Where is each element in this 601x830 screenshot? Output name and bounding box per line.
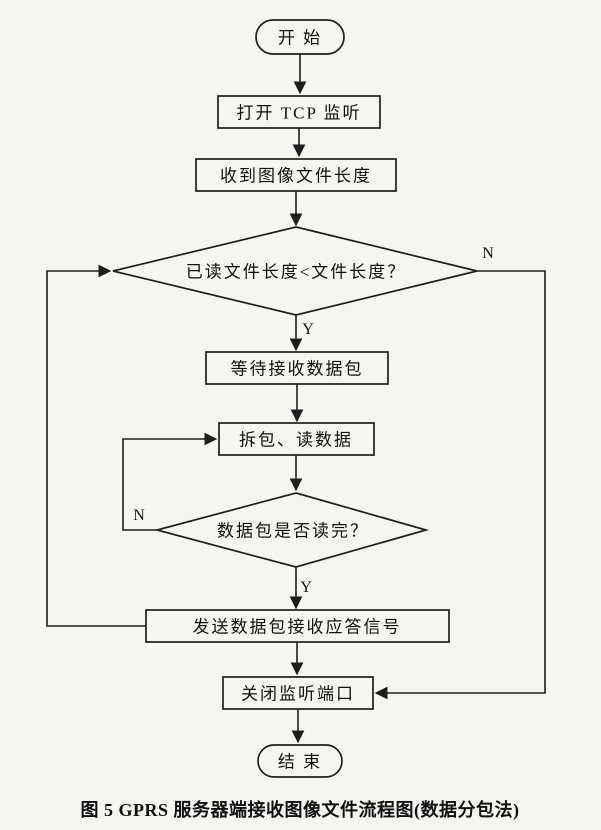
label-packet-done-yes: Y — [300, 579, 312, 596]
send-ack-process-shape — [145, 609, 450, 643]
close-port-process-label: 关闭监听端口 — [241, 685, 355, 704]
receive-length-process-shape — [195, 158, 397, 192]
send-ack-process-label: 发送数据包接收应答信号 — [193, 618, 402, 637]
open-tcp-process-label: 打开 TCP 监听 — [236, 104, 361, 123]
close-port-process-shape — [222, 676, 374, 710]
packet-read-decision-shape — [153, 492, 430, 568]
length-check-decision-shape — [112, 226, 478, 316]
figure-caption: 图 5 GPRS 服务器端接收图像文件流程图(数据分包法) — [81, 799, 520, 821]
wait-packet-process-label: 等待接收数据包 — [231, 360, 364, 379]
unpack-process-label: 拆包、读数据 — [239, 431, 353, 450]
length-check-decision-label: 已读文件长度<文件长度？ — [186, 263, 407, 282]
flow-branch-length-check-no — [374, 270, 546, 700]
flow-loop-send-ack-to-length-check — [46, 264, 146, 627]
start-terminator-shape — [255, 19, 345, 55]
end-terminator-shape — [257, 744, 343, 778]
receive-length-process-label: 收到图像文件长度 — [220, 167, 372, 186]
label-packet-done-no: N — [133, 507, 145, 524]
start-terminator-label: 开 始 — [278, 29, 322, 48]
end-terminator-label: 结 束 — [278, 753, 322, 772]
packet-read-decision-label: 数据包是否读完？ — [217, 522, 369, 541]
flow-branch-packet-done-no — [122, 432, 218, 531]
label-length-check-no: N — [482, 245, 494, 262]
wait-packet-process-shape — [205, 351, 389, 385]
label-length-check-yes: Y — [302, 321, 314, 338]
open-tcp-process-shape — [217, 95, 381, 129]
unpack-process-shape — [218, 422, 375, 456]
